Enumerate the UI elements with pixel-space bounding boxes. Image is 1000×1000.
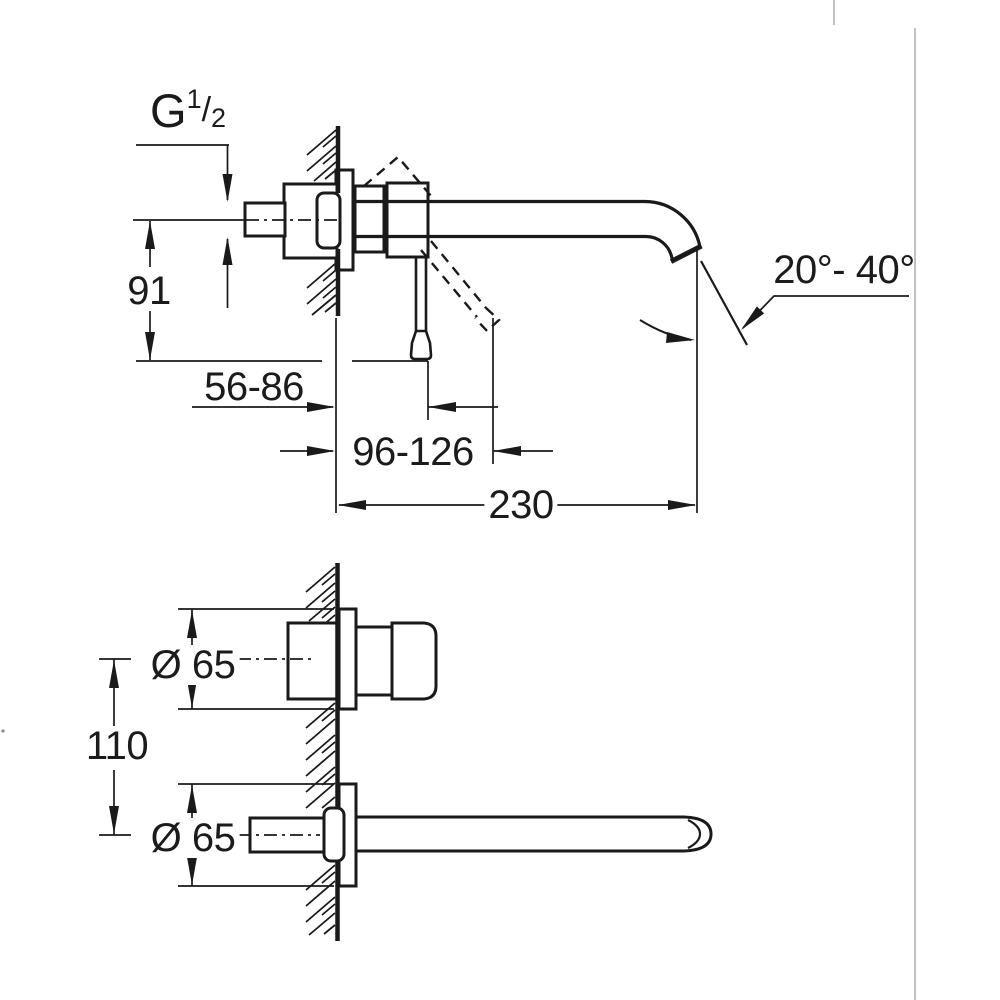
handle-concealed-body	[286, 621, 341, 701]
thread-prefix: G	[150, 84, 187, 137]
bottom-view-wall-hatch	[305, 566, 336, 936]
handle-lever	[414, 257, 428, 331]
spout-tip-inner-arc	[687, 819, 702, 849]
dimension-diameter-65-spout: Ø 65	[146, 818, 240, 858]
spout-mouth	[669, 243, 703, 264]
angle-leader-line	[742, 295, 909, 329]
handle-sleeve	[385, 181, 430, 259]
mounting-collar	[353, 184, 386, 254]
bottom-view-spout-unit	[238, 782, 713, 888]
bottom-view-handle-unit	[238, 607, 438, 711]
dimension-96-126: 96-126	[348, 432, 478, 472]
dimension-diameter-65-handle: Ø 65	[146, 645, 240, 685]
scan-artifact-lines	[1, 0, 916, 1000]
spout-tube-plan	[354, 815, 713, 853]
bottom-view-dimension-lines	[99, 608, 334, 887]
dimension-110: 110	[81, 726, 153, 766]
dimension-thread-size: G1/2	[150, 84, 227, 137]
top-view-faucet-body	[243, 126, 703, 361]
flow-direction-line	[700, 260, 748, 346]
thread-numerator: 1	[186, 84, 202, 114]
spout-outline	[353, 199, 702, 259]
dimension-230: 230	[484, 485, 558, 525]
handle-base-sleeve	[354, 625, 394, 697]
spout-cartridge-housing	[322, 806, 346, 863]
dimension-angle-20-40: 20°- 40°	[773, 248, 915, 292]
handle-knob	[390, 621, 438, 701]
top-view-wall-hatch	[306, 129, 337, 316]
thread-denominator: 2	[211, 103, 227, 133]
handle-escutcheon	[337, 607, 358, 711]
top-view-dimension-lines	[133, 144, 909, 513]
thread-slash: /	[201, 91, 212, 129]
handle-lever-tip	[409, 329, 433, 361]
spout-supply-pipe	[248, 816, 328, 854]
dimension-91: 91	[123, 271, 175, 311]
dimension-56-86: 56-86	[204, 365, 304, 409]
